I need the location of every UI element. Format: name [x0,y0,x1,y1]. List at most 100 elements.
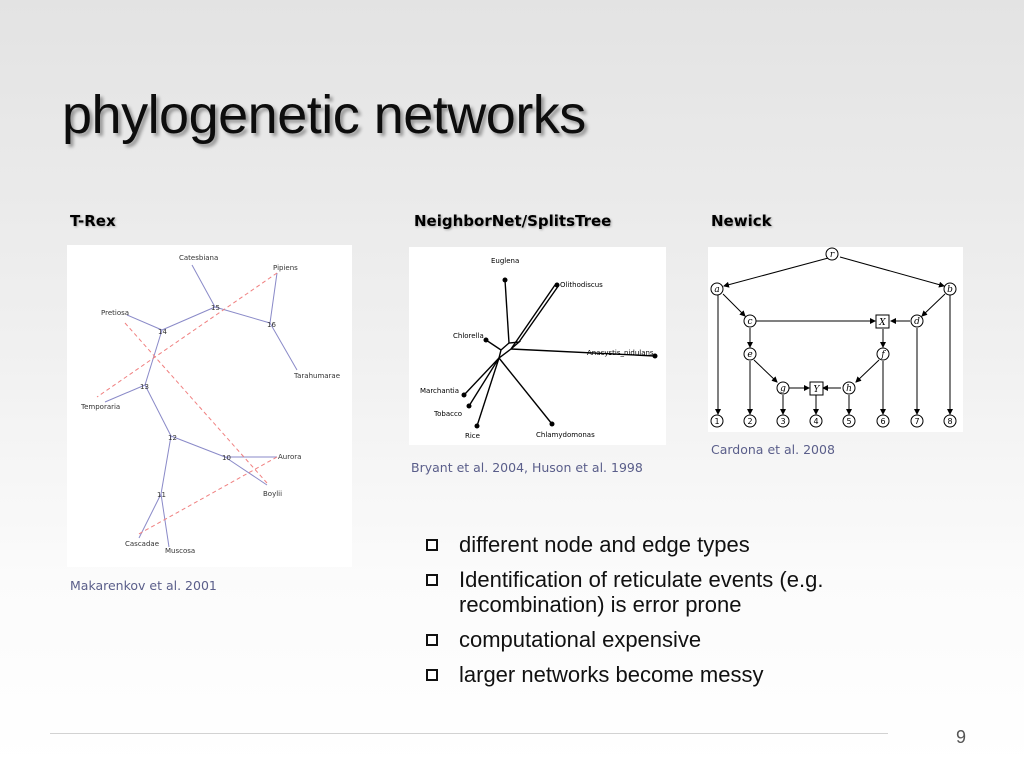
newick-leaf-label: 8 [947,417,952,426]
newick-reticulation-label: Y [814,385,821,395]
neighbornet-svg: Euglena Olithodiscus Chlorella Anacystis… [420,257,658,440]
newick-leaf-node [943,414,957,428]
newick-node-label: d [914,317,920,327]
trex-node-label: 10 [222,454,231,462]
trex-reticulation-edge [124,322,268,484]
neighbornet-edge [510,284,556,350]
trex-reticulation-edge [136,456,278,536]
neighbornet-taxon: Chlorella [453,332,484,340]
newick-reticulation-label: X [878,318,886,328]
neighbornet-leaf-dot [461,392,467,398]
newick-node-label: e [747,350,752,360]
newick-leaf-node [842,414,856,428]
newick-node-label: c [747,317,752,327]
newick-tree-node [943,282,957,296]
newick-leaf-node [910,414,924,428]
trex-label: T-Rex [70,212,116,230]
trex-edge [138,493,162,539]
trex-edge [160,493,170,548]
neighbornet-edge [510,348,656,357]
newick-tree-node [710,282,724,296]
bullet-text: larger networks become messy [459,662,764,687]
trex-taxon: Pipiens [273,264,298,272]
trex-taxon: Temporaria [80,403,120,411]
newick-leaf-label: 3 [780,417,785,426]
newick-leaf-node [743,414,757,428]
neighbornet-edge [485,339,502,351]
trex-node-label: 12 [168,434,177,442]
bullet-text: computational expensive [459,627,702,652]
newick-edge [723,256,833,288]
newick-tree-node [743,347,757,361]
trex-node-label: 11 [157,491,166,499]
neighbornet-figure: Euglena Olithodiscus Chlorella Anacystis… [409,247,666,445]
bullet-text: Identification of reticulate events (e.g… [459,567,824,617]
square-bullet-icon [426,634,438,646]
trex-edge [269,272,278,324]
newick-leaf-node [876,414,890,428]
neighbornet-leaf-dot [474,423,480,429]
newick-leaf-node [809,414,823,428]
newick-tree-node [825,247,839,261]
neighbornet-label: NeighborNet/SplitsTree [414,212,612,230]
square-bullet-icon [426,539,438,551]
neighbornet-edge [476,357,500,427]
neighbornet-leaf-dot [466,403,472,409]
newick-leaf-label: 1 [714,417,719,426]
neighbornet-leaf-dot [549,421,555,427]
trex-edge [269,322,298,371]
trex-edge [214,306,271,324]
page-number: 9 [955,727,966,747]
trex-reticulation-edge [96,272,278,398]
newick-leaf-label: 4 [813,417,818,426]
newick-tree-node [776,381,790,395]
neighbornet-edge [463,357,500,396]
trex-node-label: 15 [211,304,220,312]
newick-tree-node [842,381,856,395]
newick-leaf-label: 5 [846,417,851,426]
neighbornet-taxon: Euglena [491,257,519,265]
newick-reticulation-node [809,381,824,396]
trex-taxon: Aurora [278,453,301,461]
newick-leaf-node [710,414,724,428]
neighbornet-taxon: Rice [465,432,480,440]
neighbornet-edge [504,279,510,344]
neighbornet-edge [468,357,500,407]
neighbornet-edge [498,357,553,425]
newick-reticulation-node [875,314,890,329]
neighbornet-leaf-dot [483,337,489,343]
trex-citation: Makarenkov et al. 2001 [70,578,217,593]
footer-divider [50,733,888,734]
trex-taxon: Tarahumarae [293,372,340,380]
newick-leaf-label: 6 [880,417,885,426]
newick-citation: Cardona et al. 2008 [711,442,835,457]
bullet-list: different node and edge types Identifica… [424,532,924,697]
newick-leaf-node [776,414,790,428]
trex-edge [161,306,216,331]
newick-tree-node [910,314,924,328]
square-bullet-icon [426,574,438,586]
trex-edge [126,314,163,331]
trex-taxon: Cascadae [125,540,159,548]
trex-taxon: Boylii [263,490,282,498]
newick-network-figure: r a b c d e f g h X Y 1 2 3 4 5 6 7 8 [708,247,963,432]
newick-edge [753,359,778,383]
newick-edge [722,293,746,317]
trex-edge [144,384,172,437]
trex-edge [224,456,268,486]
trex-taxon: Muscosa [165,547,195,555]
newick-node-label: g [780,384,786,394]
newick-node-label: h [846,384,852,394]
neighbornet-leaf-dot [502,277,508,283]
neighbornet-taxon: Tobacco [433,410,462,418]
bullet-text: different node and edge types [459,532,750,557]
newick-edge [839,256,945,288]
newick-network-svg: r a b c d e f g h X Y 1 2 3 4 5 6 7 8 [710,247,957,428]
trex-network-figure: Catesbiana Pipiens Pretiosa Tarahumarae … [67,245,352,567]
trex-taxon: Catesbiana [179,254,218,262]
neighbornet-taxon: Marchantia [420,387,459,395]
newick-label: Newick [711,212,772,230]
newick-node-label: a [714,285,719,295]
neighbornet-leaf-dot [652,353,658,359]
neighbornet-taxon: Olithodiscus [560,281,603,289]
